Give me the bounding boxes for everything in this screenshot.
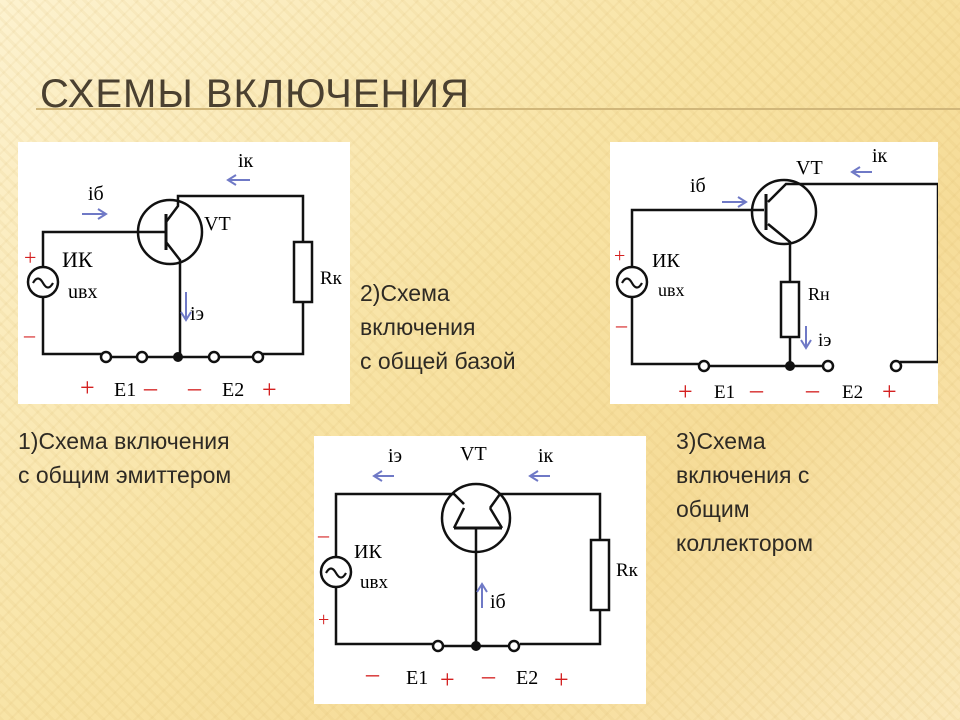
label-uin: uвх xyxy=(68,281,97,303)
slide-title: СХЕМЫ ВКЛЮЧЕНИЯ xyxy=(40,72,471,116)
emitter-wire xyxy=(165,241,182,357)
label-e1: E1 xyxy=(114,379,136,401)
e1-plus: + xyxy=(80,373,95,402)
input-return-wire xyxy=(630,296,700,366)
caption-line: 2)Схема xyxy=(360,280,450,306)
collector-wire xyxy=(488,492,602,540)
e2-minus: – xyxy=(805,375,820,404)
label-ib: iб xyxy=(690,175,706,197)
input-wire xyxy=(41,230,166,356)
input-wire xyxy=(630,208,764,268)
input-wire xyxy=(334,492,465,558)
caption-common-emitter: 1)Схема включения с общим эмиттером xyxy=(18,424,231,492)
e2-minus: – xyxy=(187,373,202,402)
collector-wire xyxy=(165,194,305,242)
label-source: ИК xyxy=(354,541,382,563)
e1-plus: + xyxy=(440,665,455,694)
circuit-diagram-1: iб iк VT Rк iэ ИК uвх + – + E1 – – E2 + xyxy=(18,142,350,404)
caption-line: 1)Схема включения xyxy=(18,428,230,454)
circuit-2-svg: iэ iк VT Rк iб ИК uвх – + – E1 + – E2 + xyxy=(317,443,639,694)
e2-plus: + xyxy=(882,377,897,404)
label-ie: iэ xyxy=(190,303,204,325)
resistor-rk xyxy=(292,240,314,304)
label-ik: iк xyxy=(538,445,554,467)
label-e2: E2 xyxy=(516,667,538,689)
label-e1: E1 xyxy=(406,667,428,689)
input-return-wire xyxy=(334,586,434,646)
circuit-diagram-2: iэ iк VT Rк iб ИК uвх – + – E1 + – E2 + xyxy=(314,436,646,704)
caption-line: коллектором xyxy=(676,530,814,556)
caption-line: с общим эмиттером xyxy=(18,462,232,488)
caption-common-collector: 3)Схема включения с общим коллектором xyxy=(676,424,813,560)
load-wire xyxy=(520,610,602,646)
e1-minus: – xyxy=(143,373,158,402)
collector-current-arrow-icon xyxy=(226,174,250,186)
caption-line: общим xyxy=(676,496,750,522)
label-ie: iэ xyxy=(818,330,831,351)
label-source: ИК xyxy=(62,247,93,272)
caption-line: с общей базой xyxy=(360,348,516,374)
base-current-arrow-icon xyxy=(476,582,488,608)
resistor-rk xyxy=(589,538,611,612)
caption-line: включения xyxy=(360,314,476,340)
label-source: ИК xyxy=(652,250,680,272)
collector-current-arrow-icon xyxy=(850,166,872,178)
e2-plus: + xyxy=(262,375,277,404)
emitter-current-arrow-icon xyxy=(372,470,394,482)
base-current-arrow-icon xyxy=(722,196,748,208)
label-rk: Rк xyxy=(320,268,343,289)
emitter-wire xyxy=(767,223,792,282)
base-current-arrow-icon xyxy=(82,208,108,220)
circuit-3-svg: iб iк VT Rн iэ ИК uвх + – + E1 – – E2 + xyxy=(614,145,938,404)
caption-line: включения с xyxy=(676,462,810,488)
label-vt: VT xyxy=(460,443,487,465)
resistor-rn xyxy=(779,280,801,339)
label-e1: E1 xyxy=(714,382,735,403)
e2-minus: – xyxy=(481,661,496,690)
caption-line: 3)Схема xyxy=(676,428,766,454)
label-ie: iэ xyxy=(388,445,402,467)
label-ib: iб xyxy=(88,183,104,205)
circuit-1-svg: iб iк VT Rк iэ ИК uвх + – + E1 – – E2 + xyxy=(23,150,343,404)
collector-return-wire xyxy=(900,184,938,364)
label-uin: uвх xyxy=(658,280,685,300)
label-ik: iк xyxy=(872,145,888,167)
caption-common-base: 2)Схема включения с общей базой xyxy=(360,276,516,378)
label-vt: VT xyxy=(796,157,823,179)
label-uin: uвх xyxy=(360,572,388,593)
e1-plus: + xyxy=(678,377,693,404)
title-divider xyxy=(36,108,960,110)
collector-current-arrow-icon xyxy=(528,470,550,482)
label-rn: Rн xyxy=(808,284,830,304)
collector-wire xyxy=(767,182,938,203)
e1-minus: – xyxy=(365,659,380,688)
source-plus: + xyxy=(318,609,329,631)
transistor-symbol xyxy=(750,178,818,246)
emitter-current-arrow-icon xyxy=(180,292,192,322)
transistor-symbol xyxy=(136,198,204,266)
source-plus: + xyxy=(24,245,36,270)
source-minus: – xyxy=(317,522,330,547)
label-ik: iк xyxy=(238,150,254,172)
emitter-current-arrow-icon xyxy=(800,326,812,350)
source-minus: – xyxy=(615,312,628,337)
e1-minus: – xyxy=(749,375,764,404)
circuit-diagram-3: iб iк VT Rн iэ ИК uвх + – + E1 – – E2 + xyxy=(610,142,938,404)
label-rk: Rк xyxy=(616,560,639,581)
label-ib: iб xyxy=(490,591,506,613)
label-e2: E2 xyxy=(222,379,244,401)
label-e2: E2 xyxy=(842,382,863,403)
e2-plus: + xyxy=(554,665,569,694)
label-vt: VT xyxy=(204,213,231,235)
source-minus: – xyxy=(23,322,36,347)
load-wire xyxy=(254,302,305,356)
source-plus: + xyxy=(614,245,625,267)
